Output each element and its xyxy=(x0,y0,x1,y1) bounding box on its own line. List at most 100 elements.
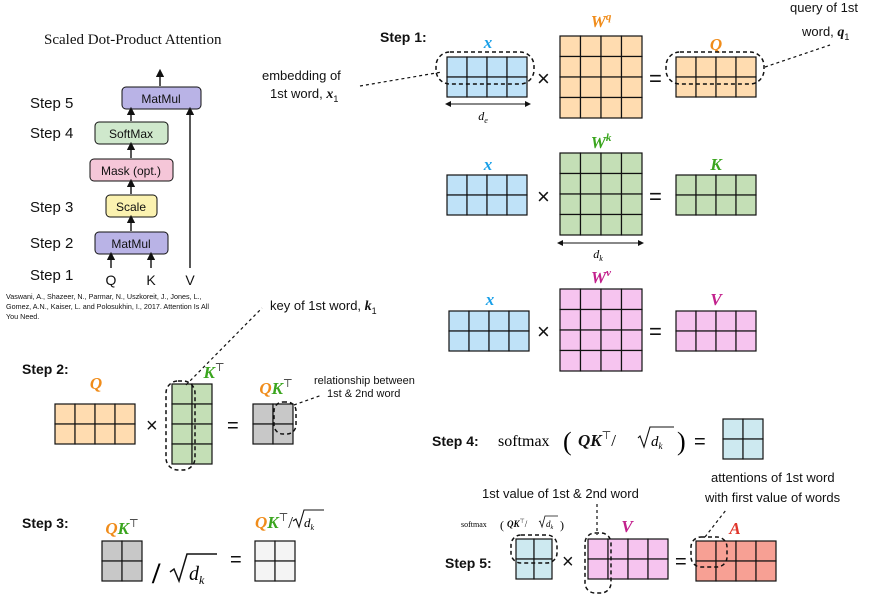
step2-label: Step 2: xyxy=(22,361,69,377)
step2-qkt-matrix-cell xyxy=(252,403,274,425)
wk-matrix-cell xyxy=(559,193,582,216)
wv-matrix-cell xyxy=(600,329,623,352)
step2-q-matrix-cell xyxy=(114,423,136,445)
equals-sign: = xyxy=(227,415,239,437)
wk-matrix-cell xyxy=(620,193,643,216)
k-matrix-cell xyxy=(735,174,757,196)
step3-sqrt-dk: dk xyxy=(169,553,217,587)
times-sign: × xyxy=(562,551,574,573)
wq-matrix-cell xyxy=(579,35,602,58)
step4-softmax-matrix-cell xyxy=(722,418,744,440)
step3-qkt-matrix-cell xyxy=(121,560,143,582)
times-sign: × xyxy=(537,184,550,209)
step3-divide: / xyxy=(151,557,161,590)
citation-line-1: Vaswani, A., Shazeer, N., Parmar, N., Us… xyxy=(6,292,202,301)
step1-row3-x-title: x xyxy=(485,290,495,309)
svg-text:softmax: softmax xyxy=(461,520,487,529)
step5-softmax-matrix xyxy=(515,538,553,580)
step5-a-matrix xyxy=(695,540,777,582)
step2-kt-matrix xyxy=(171,383,213,465)
input-q: Q xyxy=(106,272,117,288)
wv-matrix-cell xyxy=(559,308,582,331)
step5-v-matrix-cell xyxy=(587,558,609,580)
wq-matrix-cell xyxy=(600,55,623,78)
equals-sign: = xyxy=(675,551,687,573)
step2-q-matrix-cell xyxy=(54,423,76,445)
wq-matrix-cell xyxy=(559,76,582,99)
step2-qkt-matrix-cell xyxy=(272,403,294,425)
wq-matrix-cell xyxy=(620,96,643,119)
step2-kt-matrix-cell xyxy=(191,443,213,465)
step2-q-title: Q xyxy=(90,374,102,393)
wv-matrix-cell xyxy=(620,329,643,352)
wq-matrix-cell xyxy=(579,76,602,99)
x-matrix-row2-cell xyxy=(446,194,468,216)
step2-q-matrix-cell xyxy=(94,423,116,445)
citation-line-2: Gomez, A.N., Kaiser, L. and Polosukhin, … xyxy=(6,302,209,311)
wv-matrix-cell xyxy=(579,288,602,311)
x-matrix-row2-cell xyxy=(466,194,488,216)
wq-matrix-cell xyxy=(579,96,602,119)
step5-softmax-highlight xyxy=(510,534,558,564)
k-matrix-cell xyxy=(695,174,717,196)
x-matrix-row1-cell xyxy=(506,76,528,98)
step2-q-matrix-cell xyxy=(74,403,96,425)
v-matrix-cell xyxy=(675,330,697,352)
step2-kt-matrix-cell xyxy=(171,403,193,425)
wq-matrix-cell xyxy=(620,55,643,78)
step5-v-matrix-cell xyxy=(607,558,629,580)
wq-matrix-cell xyxy=(559,96,582,119)
wq-matrix-cell xyxy=(600,35,623,58)
embedding-annotation-line-2: 1st word, x1 xyxy=(270,86,338,104)
v-matrix-cell xyxy=(735,330,757,352)
svg-text:QK⊤/: QK⊤/ xyxy=(507,518,528,529)
block-matmul-top-label: MatMul xyxy=(141,92,180,106)
x-matrix-row1-cell xyxy=(486,56,508,78)
x-matrix-row1-cell xyxy=(446,76,468,98)
relationship-annotation-line-2: 1st & 2nd word xyxy=(327,388,400,400)
step4-softmax: softmax xyxy=(498,433,550,450)
step3-qkt-matrix-cell xyxy=(101,540,123,562)
step3-result-matrix-cell xyxy=(274,560,296,582)
left-step-1: Step 1 xyxy=(30,267,73,284)
step1-row1-x-title: x xyxy=(483,33,493,52)
k-matrix xyxy=(675,174,757,216)
v-matrix-cell xyxy=(695,330,717,352)
step3-qkt-sqrt-title: QK⊤/ xyxy=(255,512,293,532)
step3-qkt-title: QK⊤ xyxy=(105,518,138,538)
wk-matrix-cell xyxy=(620,213,643,236)
x-matrix-row2-cell xyxy=(466,174,488,196)
attention-leader xyxy=(704,509,727,538)
step5-v-matrix xyxy=(587,538,669,580)
wv-matrix-cell xyxy=(600,288,623,311)
step2-q-matrix-cell xyxy=(114,403,136,425)
step2-kt-matrix-cell xyxy=(171,443,193,465)
embedding-annotation-line-1: embedding of xyxy=(262,68,341,83)
step1-row1-out-title: Q xyxy=(710,35,722,54)
relationship-highlight xyxy=(273,401,297,435)
relationship-leader xyxy=(293,394,323,406)
wv-matrix-cell xyxy=(600,349,623,372)
wv-matrix-cell xyxy=(600,308,623,331)
q-matrix xyxy=(675,56,757,98)
q-matrix-cell xyxy=(735,76,757,98)
equals-sign: = xyxy=(230,549,242,571)
step2-kt-matrix-cell xyxy=(171,383,193,405)
step3-result-matrix-cell xyxy=(254,540,276,562)
wv-matrix-cell xyxy=(559,329,582,352)
query-annotation-line-2: word, q1 xyxy=(801,24,849,42)
svg-text:): ) xyxy=(677,427,686,456)
step4-expression: ( QK⊤/ dk ) xyxy=(563,426,686,456)
attention-annotation-line-1: attentions of 1st word xyxy=(711,470,835,485)
key-annotation-leader xyxy=(185,307,263,386)
times-sign: × xyxy=(146,415,158,437)
step5-label: Step 5: xyxy=(445,555,492,571)
wv-matrix-cell xyxy=(579,308,602,331)
wv-matrix-cell xyxy=(559,349,582,372)
x-matrix-row1 xyxy=(446,56,528,98)
wk-matrix xyxy=(559,152,643,236)
wv-matrix-cell xyxy=(620,349,643,372)
x-matrix-row1-cell xyxy=(466,76,488,98)
x-matrix-row3-cell xyxy=(448,330,470,352)
wk-matrix-cell xyxy=(559,152,582,175)
